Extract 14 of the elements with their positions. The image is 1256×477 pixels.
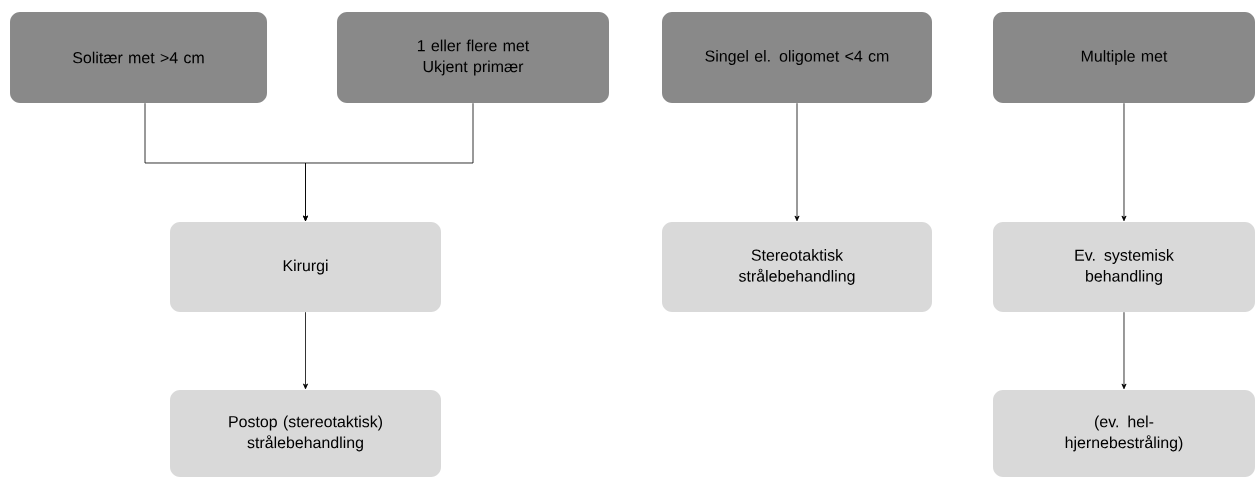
process-box: Stereotaktisk strålebehandling — [662, 222, 932, 312]
process-box: Postop (stereotaktisk) strålebehandling — [170, 390, 441, 477]
arrow — [1121, 311, 1127, 390]
arrow — [794, 102, 800, 222]
arrow — [1121, 102, 1127, 222]
process-box: Solitær met >4 cm — [10, 12, 267, 103]
process-box: Multiple met — [993, 12, 1255, 103]
arrow — [303, 311, 308, 390]
arrow — [303, 102, 474, 222]
process-box: (ev. hel- hjernebestråling) — [993, 390, 1255, 477]
process-box: Kirurgi — [170, 222, 441, 312]
process-box: Ev. systemisk behandling — [993, 222, 1255, 312]
process-box: 1 eller flere met Ukjent primær — [337, 12, 609, 103]
process-box: Singel el. oligomet <4 cm — [662, 12, 932, 103]
